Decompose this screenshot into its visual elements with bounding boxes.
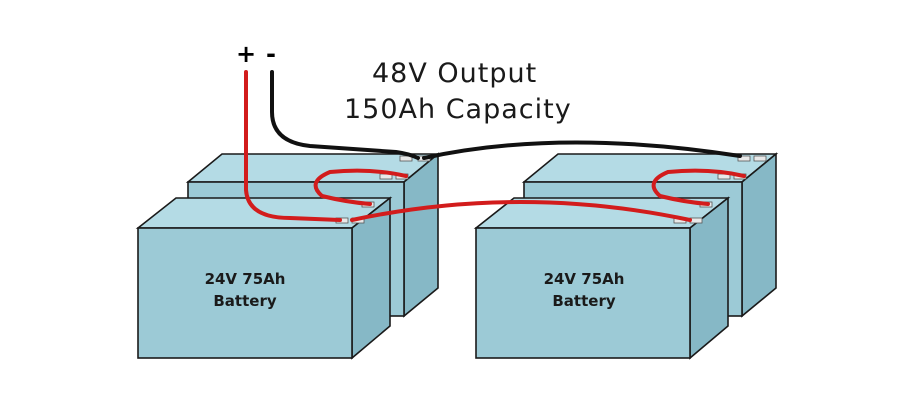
output-voltage-label: 48V Output (372, 58, 537, 89)
negative-symbol: - (266, 40, 276, 68)
battery-left-spec: 24V 75Ah (205, 270, 286, 288)
battery-right-front (473, 196, 731, 360)
positive-symbol: + (236, 40, 256, 68)
battery-right-type: Battery (552, 292, 615, 310)
left-series-loop-wire (313, 168, 408, 206)
battery-left-type: Battery (213, 292, 276, 310)
negative-lead-wire (270, 70, 420, 160)
positive-bridge-wire (350, 200, 692, 222)
positive-lead-wire (244, 70, 342, 222)
battery-right-front-face (475, 227, 691, 359)
negative-jumper-wire (422, 140, 742, 160)
right-series-loop-wire (651, 168, 746, 206)
battery-right-spec: 24V 75Ah (544, 270, 625, 288)
battery-left-front-face (137, 227, 353, 359)
capacity-label: 150Ah Capacity (344, 94, 572, 125)
